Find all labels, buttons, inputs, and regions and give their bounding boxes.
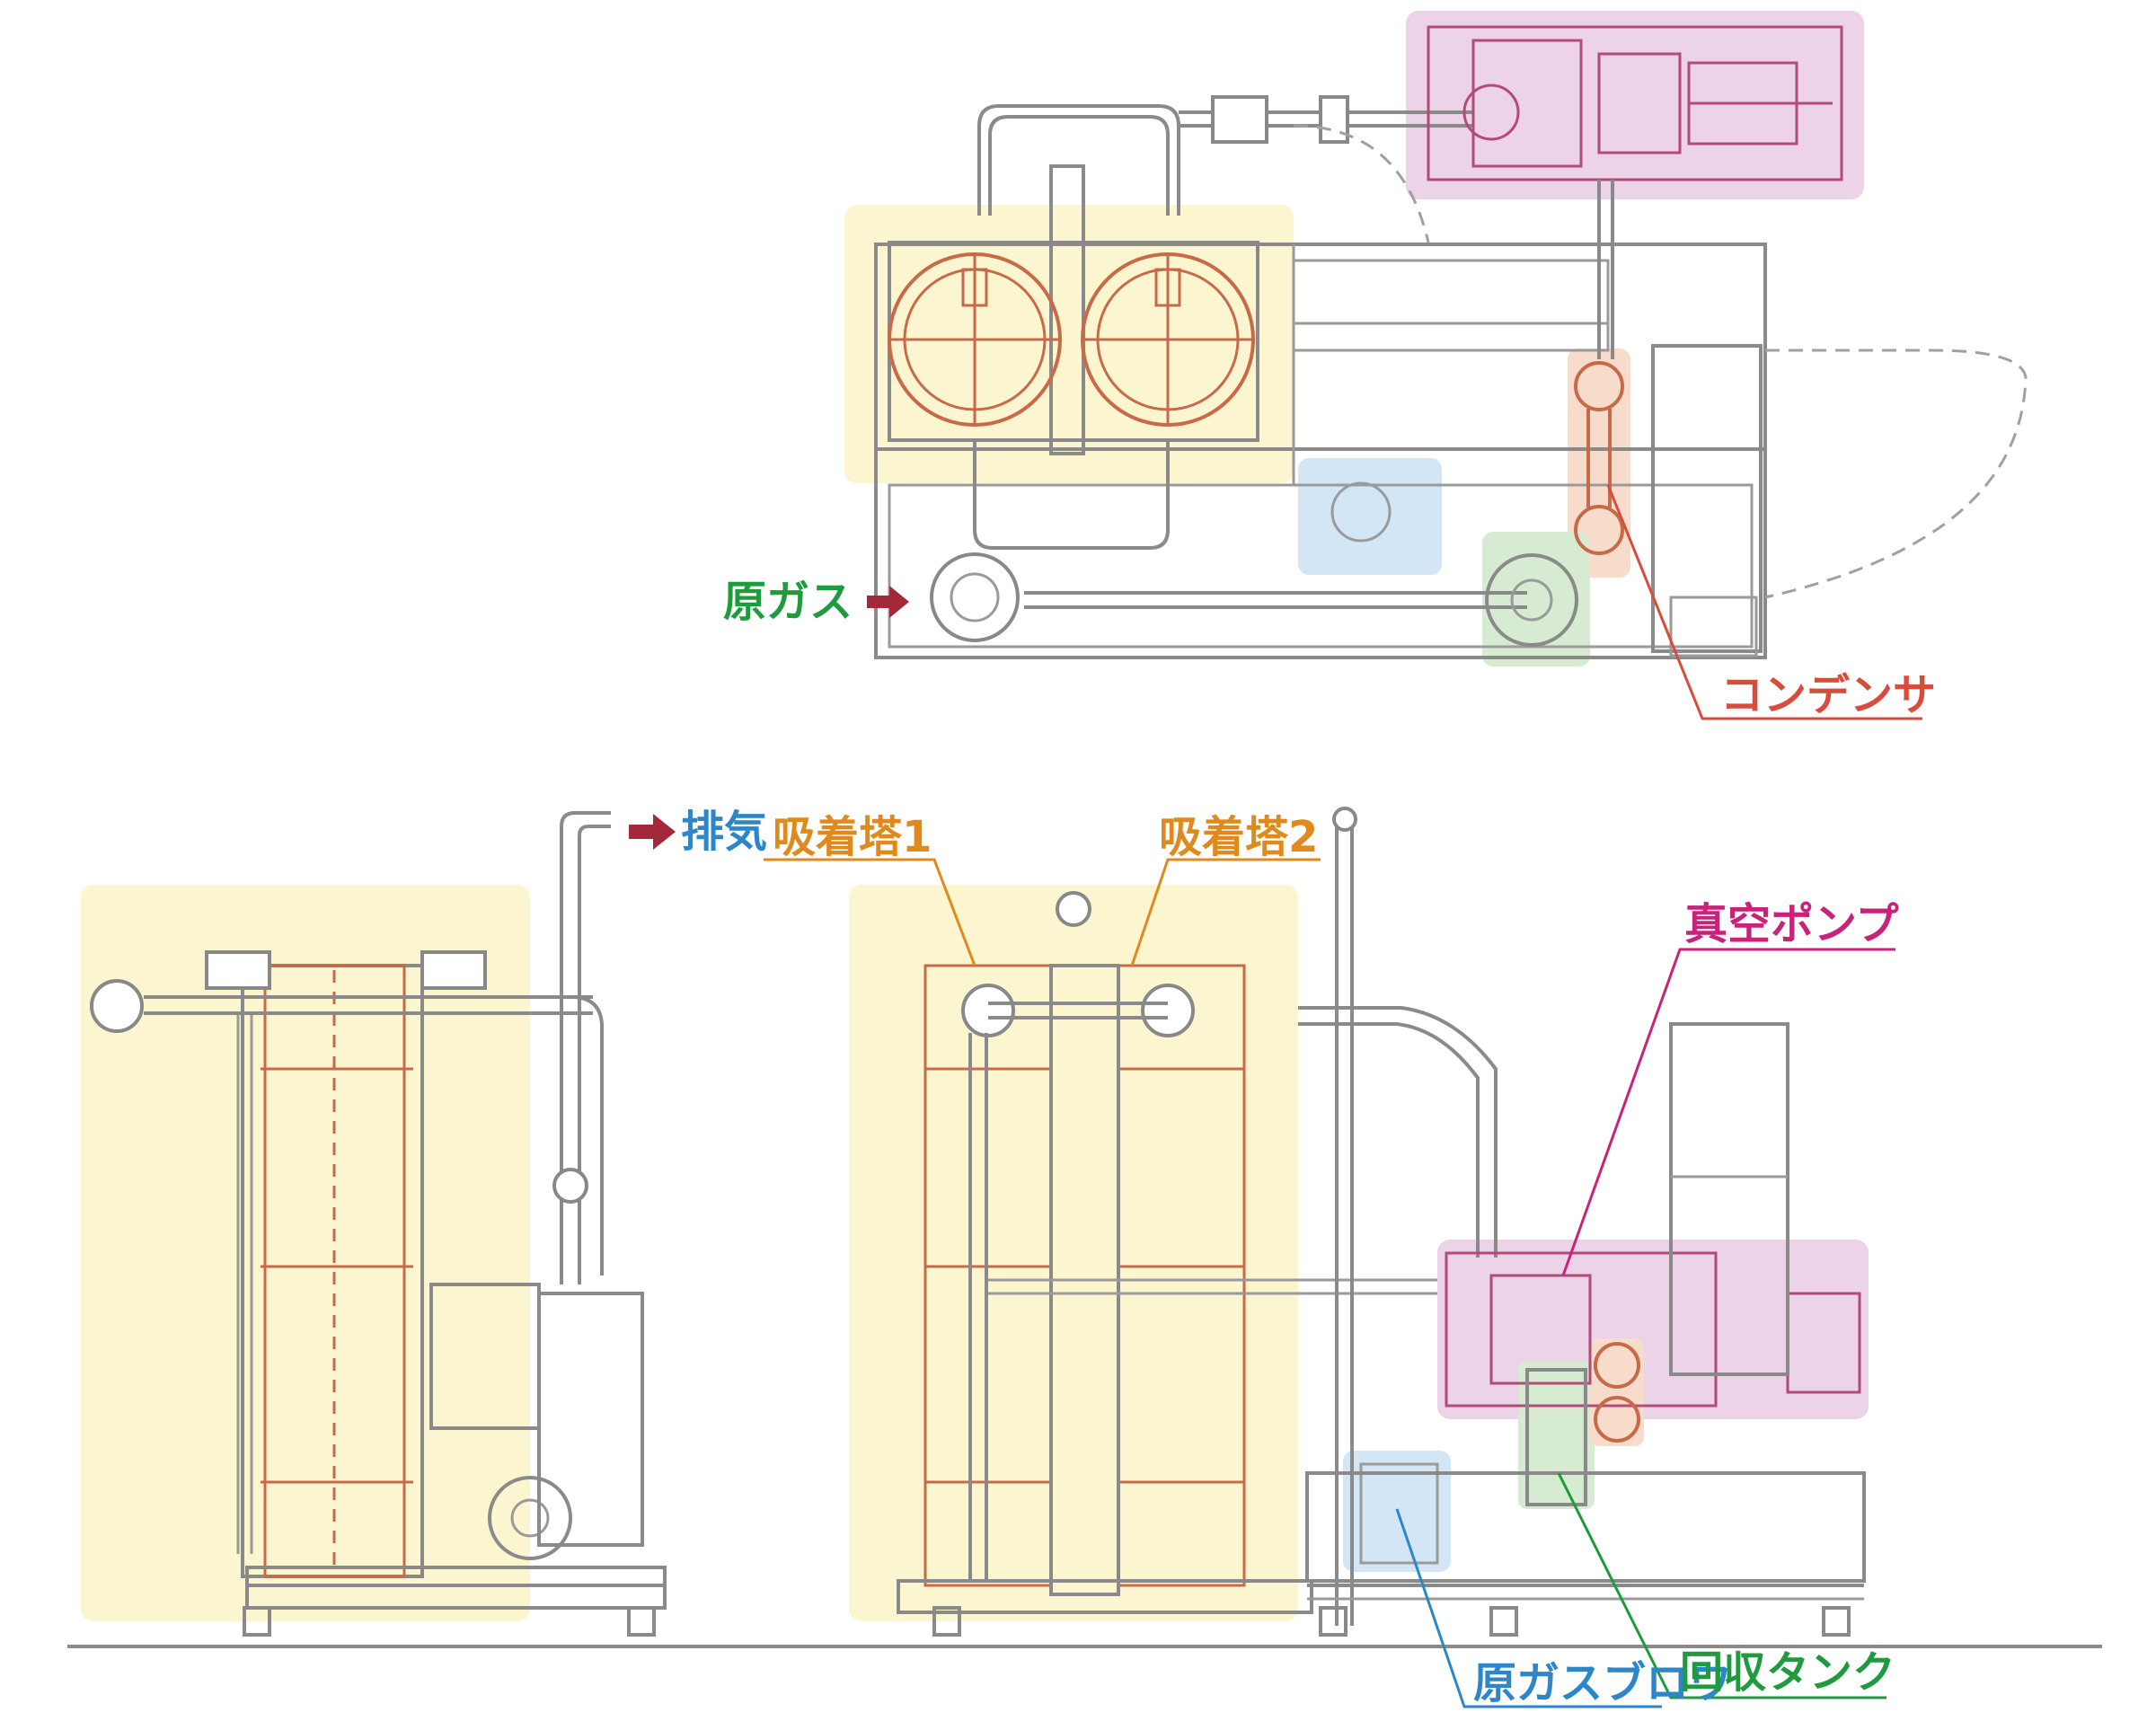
leader-blower [1395,1508,1662,1708]
top-tower-2 [1081,252,1255,427]
top-tower-1 [888,252,1062,427]
front-towers-highlight [849,885,1298,1621]
label-adsorption-tower-2: 吸着塔2 [1159,812,1318,862]
left-side-view [81,811,667,1637]
leader-tower-2 [1130,858,1321,967]
label-adsorption-tower-1: 吸着塔1 [773,812,932,862]
label-recovery-tank: 回収タンク [1680,1647,1895,1698]
arrow-right-icon [629,814,676,850]
arrow-right-icon [867,586,909,618]
label-exhaust: 排気 [681,807,767,857]
label-vacuum-pump: 真空ポンプ [1684,899,1899,949]
leader-vacuum-pump [1561,948,1895,1276]
left-tower-highlight [81,885,530,1621]
leader-lines [764,484,1922,1708]
label-raw-gas-blower: 原ガスブロワ [1473,1658,1732,1708]
label-condenser: コンデンサ [1720,670,1936,720]
leader-condenser [1606,484,1922,720]
top-vacuum-pump-highlight [1406,11,1864,199]
label-raw-gas: 原ガス [723,577,853,627]
front-view [849,807,1869,1637]
top-adsorption-towers-highlight [844,205,1294,483]
leader-tower-1 [764,858,976,967]
top-blower-highlight [1298,458,1442,575]
front-condenser-highlight [1590,1338,1644,1446]
leader-tank [1557,1472,1886,1699]
top-view [844,11,2028,666]
